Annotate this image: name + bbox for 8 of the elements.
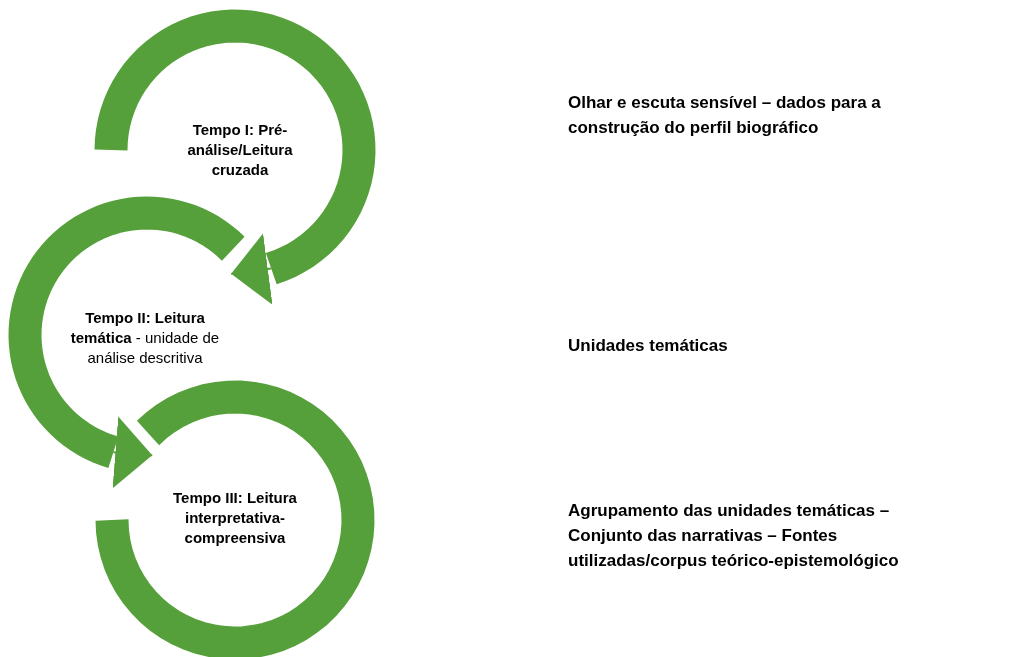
step-text: Tempo III: Leitura interpretativa-compreensiva (172, 487, 298, 548)
description-text: Agrupamento das unidades temáticas – Conjunto das narrativas – Fontes utilizadas/corpus teórico-epistemológico (568, 500, 900, 572)
arrow (230, 233, 273, 305)
description-text: Olhar e escuta sensível – dados para a construção do perfil biográfico (568, 92, 882, 139)
arrow (112, 416, 154, 489)
step-text: Tempo I: Pré-análise/Leitura cruzada (186, 120, 294, 180)
description-text: Unidades temáticas (568, 335, 729, 357)
step-text: Tempo II: Leitura temática - unidade de análise descritiva (69, 307, 221, 368)
